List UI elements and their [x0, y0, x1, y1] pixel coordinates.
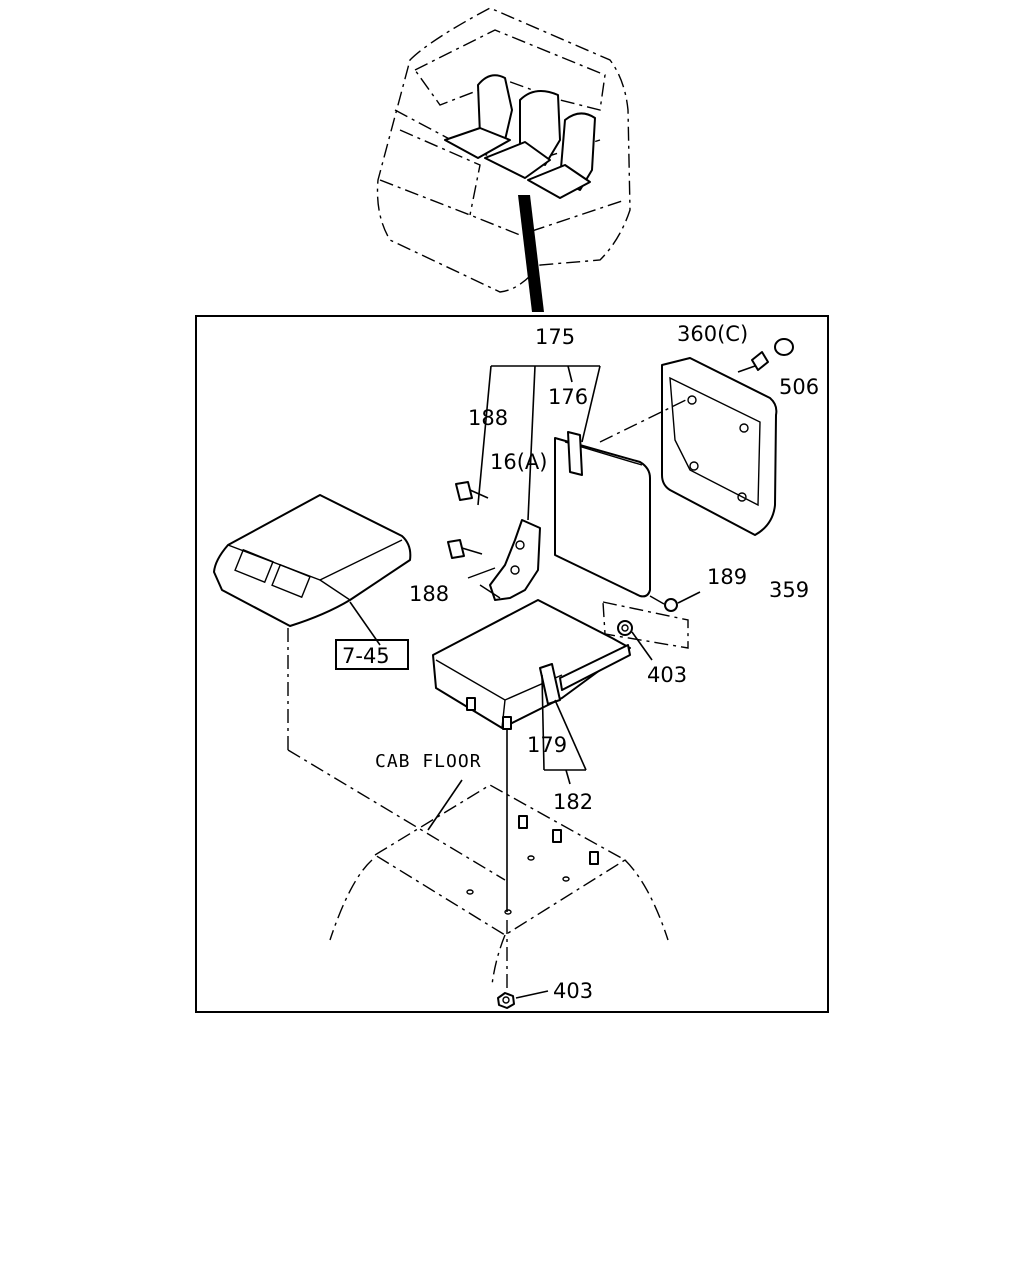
back-cover-359	[599, 357, 778, 536]
seat-back-176	[554, 431, 651, 598]
ref-745-box	[335, 639, 409, 670]
cab-floor	[329, 779, 669, 986]
bracket-182	[541, 674, 587, 785]
label-189: 189	[707, 565, 747, 589]
detail-pointer	[518, 195, 544, 312]
cab-seats	[444, 74, 596, 199]
label-176: 176	[548, 385, 588, 409]
hinge-16a	[467, 519, 541, 601]
screw-360c	[737, 351, 769, 373]
bolt-188-bottom	[447, 539, 483, 559]
label-ref-745: 7-45	[342, 644, 390, 668]
label-179: 179	[527, 733, 567, 757]
seat-cushion-179	[432, 599, 689, 730]
console-box	[213, 494, 412, 646]
label-403-bottom: 403	[553, 979, 593, 1003]
label-182: 182	[553, 790, 593, 814]
cab-overview	[376, 7, 631, 293]
label-188-bottom: 188	[409, 582, 449, 606]
label-cab-floor: CAB FLOOR	[375, 751, 482, 772]
detail-frame	[195, 315, 829, 1013]
label-506: 506	[779, 375, 819, 399]
bolt-188-top	[455, 481, 489, 501]
label-360c: 360(C)	[677, 322, 748, 346]
label-403-right: 403	[647, 663, 687, 687]
nut-403-bottom	[497, 990, 549, 1009]
nut-189	[649, 591, 701, 612]
label-16a: 16(A)	[490, 450, 547, 474]
cap-506	[774, 338, 794, 356]
label-175: 175	[535, 325, 575, 349]
label-188-top: 188	[468, 406, 508, 430]
bracket-175	[477, 365, 601, 521]
label-359: 359	[769, 578, 809, 602]
